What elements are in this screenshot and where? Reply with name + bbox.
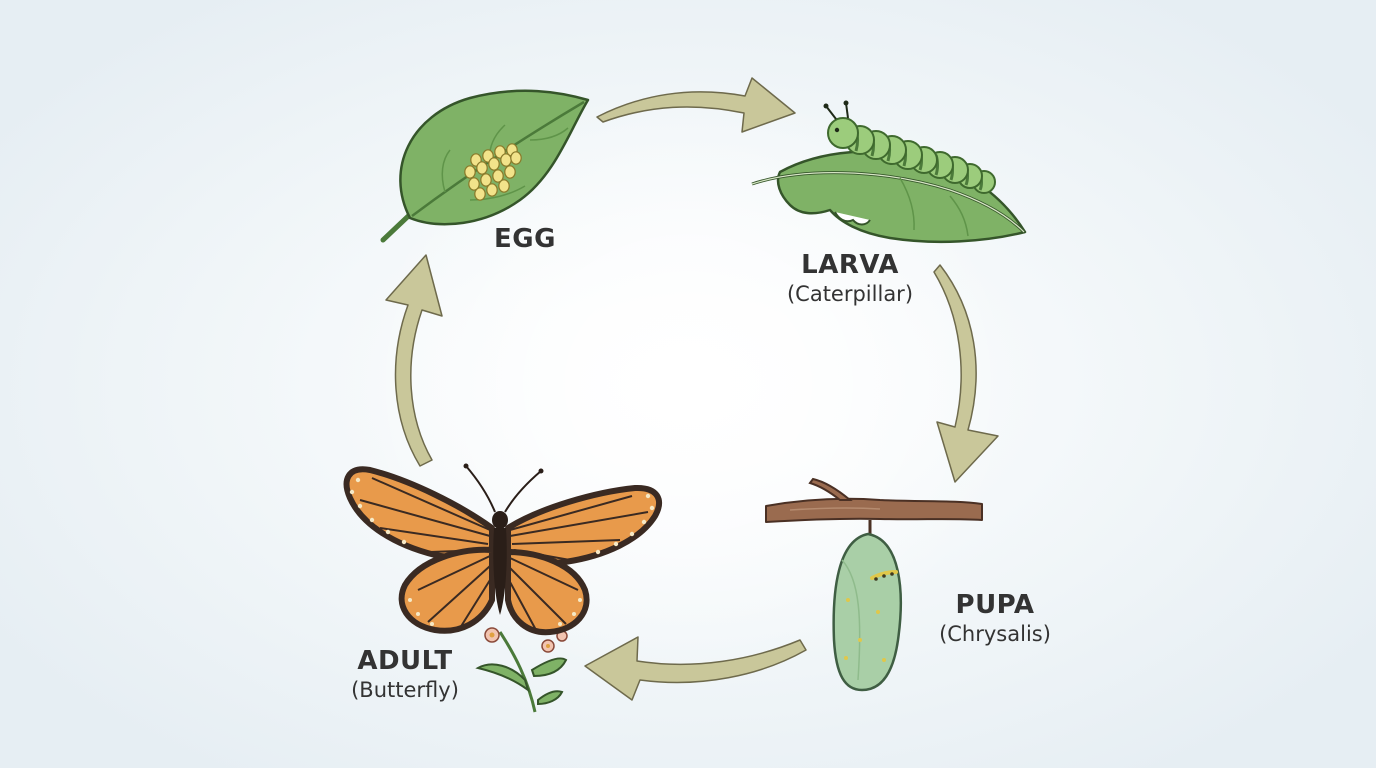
- arrow-pupa-to-adult: [584, 636, 807, 701]
- pupa-branch: [765, 477, 983, 523]
- flower-stem: [475, 627, 568, 713]
- stage-label-pupa: PUPA (Chrysalis): [905, 590, 1085, 646]
- stage-name-larva: LARVA: [801, 250, 899, 280]
- chrysalis: [832, 520, 903, 692]
- egg: [498, 179, 510, 193]
- egg: [486, 183, 498, 197]
- stage-label-egg: EGG: [455, 224, 595, 254]
- arrow-egg-to-larva: [596, 77, 796, 133]
- egg-cluster: [464, 143, 522, 201]
- egg: [504, 165, 516, 179]
- stage-name-pupa: PUPA: [955, 590, 1035, 620]
- egg: [500, 153, 512, 167]
- caterpillar-antenna: [825, 105, 837, 120]
- butterfly: [343, 463, 662, 636]
- caterpillar-antenna-tip: [843, 100, 849, 106]
- egg: [468, 177, 480, 191]
- arrow-larva-to-pupa: [933, 264, 999, 483]
- caterpillar-eye: [834, 127, 840, 133]
- arrow-adult-to-egg: [385, 254, 443, 467]
- stage-name-egg: EGG: [494, 224, 556, 254]
- caterpillar: [823, 100, 996, 194]
- caterpillar-antenna-tip: [823, 103, 829, 109]
- stage-subtitle-pupa: (Chrysalis): [939, 622, 1051, 646]
- caterpillar-antenna: [845, 102, 849, 119]
- egg: [488, 157, 500, 171]
- egg: [510, 151, 522, 165]
- stage-subtitle-adult: (Butterfly): [351, 678, 459, 702]
- caterpillar-segment: [827, 117, 859, 149]
- egg: [474, 187, 486, 201]
- egg: [476, 161, 488, 175]
- stage-label-adult: ADULT (Butterfly): [315, 646, 495, 702]
- stage-name-adult: ADULT: [357, 646, 453, 676]
- egg: [464, 165, 476, 179]
- stage-subtitle-larva: (Caterpillar): [786, 282, 914, 306]
- egg: [492, 169, 504, 183]
- egg: [480, 173, 492, 187]
- stage-label-larva: LARVA (Caterpillar): [760, 250, 940, 306]
